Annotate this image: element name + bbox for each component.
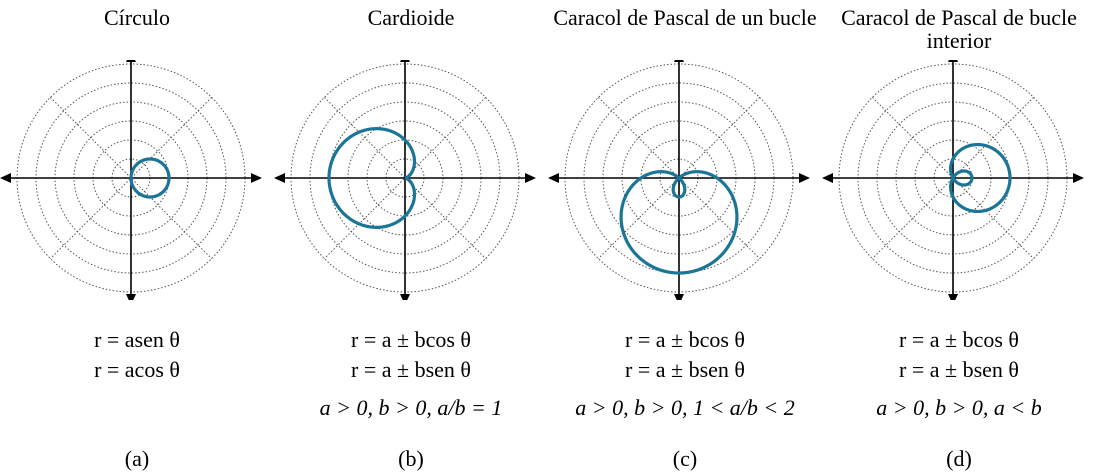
panel-limacon-one-loop: Caracol de Pascal de un bucle r = a ± bc… <box>548 0 822 475</box>
panel-title: Cardioide <box>367 5 455 30</box>
panel-circle: Círculo r = asen θ r = acos θ (a) <box>0 0 274 475</box>
formula-line: r = acos θ <box>94 357 180 382</box>
panel-cardioid: Cardioide r = a ± bcos θ r = a ± bsen θ … <box>274 0 548 475</box>
panel-limacon-inner-loop: Caracol de Pascal de bucle interior r = … <box>822 0 1095 475</box>
formulas: r = a ± bcos θ r = a ± bsen θ <box>548 325 822 385</box>
panel-title: Círculo <box>104 5 170 30</box>
arrow-up-icon <box>400 60 410 62</box>
formula-line: r = asen θ <box>94 327 180 352</box>
grid-diagonal <box>872 97 1034 259</box>
arrow-right-icon <box>1073 173 1084 183</box>
panel-title: Caracol de Pascal de bucle interior <box>841 5 1077 53</box>
arrow-left-icon <box>822 173 833 183</box>
arrow-down-icon <box>948 294 958 300</box>
grid-diagonal <box>324 97 486 259</box>
arrow-right-icon <box>251 173 262 183</box>
formula-line: r = a ± bcos θ <box>899 327 1019 352</box>
polar-curve <box>129 157 171 199</box>
arrow-up-icon <box>948 60 958 62</box>
formulas: r = a ± bcos θ r = a ± bsen θ <box>274 325 548 385</box>
polar-plot <box>548 60 810 300</box>
panel-label: (b) <box>398 446 424 471</box>
arrow-down-icon <box>674 294 684 300</box>
panel-label: (d) <box>946 446 972 471</box>
polar-plot <box>0 60 262 300</box>
grid-diagonal <box>598 97 760 259</box>
grid-diagonal <box>50 97 212 259</box>
arrow-left-icon <box>274 173 285 183</box>
arrow-right-icon <box>525 173 536 183</box>
panel-label: (a) <box>124 446 150 471</box>
arrow-right-icon <box>799 173 810 183</box>
condition: a > 0, b > 0, a/b = 1 <box>319 395 503 420</box>
formula-line: r = a ± bsen θ <box>351 357 471 382</box>
panel-label: (c) <box>672 446 698 471</box>
formulas: r = a ± bcos θ r = a ± bsen θ <box>822 325 1095 385</box>
formula-line: r = a ± bcos θ <box>625 327 745 352</box>
polar-curve <box>619 170 739 275</box>
condition: a > 0, b > 0, 1 < a/b < 2 <box>575 395 795 420</box>
formulas: r = asen θ r = acos θ <box>0 325 274 385</box>
grid-diagonal <box>324 97 486 259</box>
arrow-left-icon <box>0 173 11 183</box>
grid-diagonal <box>50 97 212 259</box>
arrow-up-icon <box>126 60 136 62</box>
formula-line: r = a ± bcos θ <box>351 327 471 352</box>
polar-curve <box>949 142 1012 214</box>
polar-curve <box>327 127 417 229</box>
condition: a > 0, b > 0, a < b <box>876 395 1042 420</box>
arrow-down-icon <box>126 294 136 300</box>
polar-plot <box>822 60 1084 300</box>
grid-diagonal <box>598 97 760 259</box>
arrow-up-icon <box>674 60 684 62</box>
arrow-down-icon <box>400 294 410 300</box>
panel-title: Caracol de Pascal de un bucle <box>553 5 817 30</box>
arrow-left-icon <box>548 173 559 183</box>
polar-plot <box>274 60 536 300</box>
grid-diagonal <box>872 97 1034 259</box>
formula-line: r = a ± bsen θ <box>899 357 1019 382</box>
formula-line: r = a ± bsen θ <box>625 357 745 382</box>
